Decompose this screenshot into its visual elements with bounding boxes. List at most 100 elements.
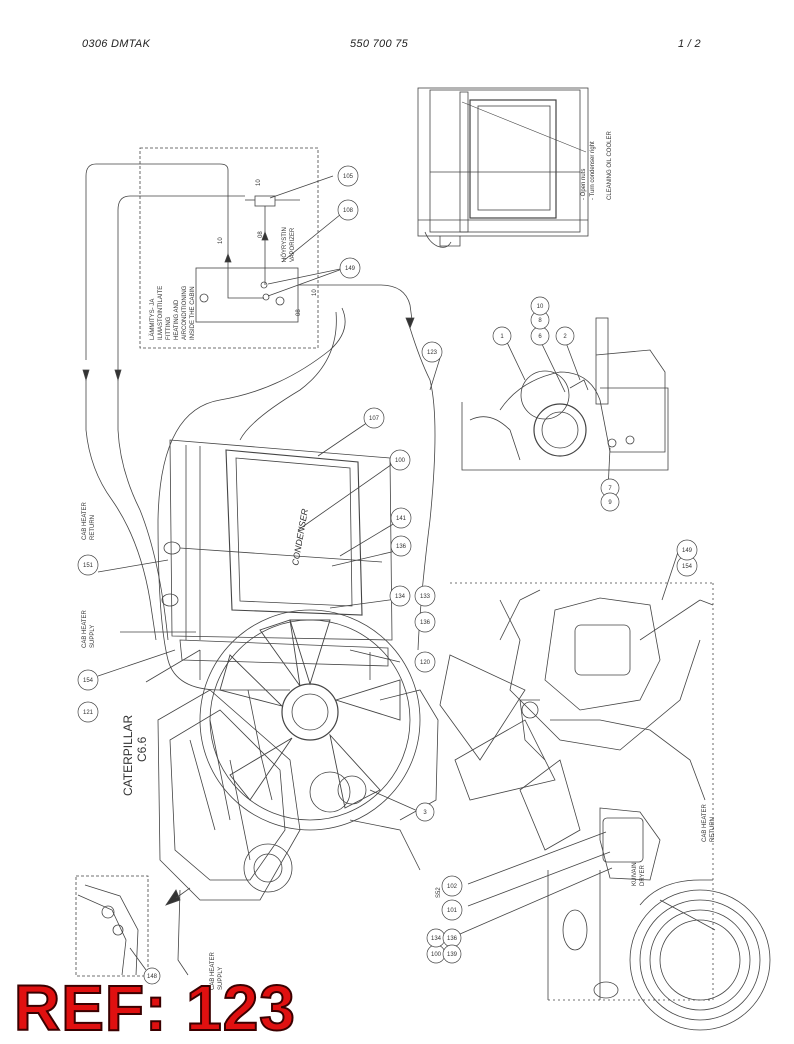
svg-text:134: 134: [431, 936, 442, 942]
header-doc-code: 0306 DMTAK: [82, 38, 151, 50]
label-pipe-10-b: 10: [218, 237, 224, 244]
svg-text:149: 149: [345, 266, 356, 272]
svg-text:154: 154: [83, 678, 94, 684]
callout-100-b: 100: [426, 944, 446, 964]
label-cab-supply-1: CAB HEATER: [82, 609, 88, 648]
hose-suction-line: [85, 163, 229, 360]
label-kuivain: KUIVAIN: [632, 862, 638, 886]
svg-text:149: 149: [682, 548, 693, 554]
svg-text:107: 107: [369, 416, 380, 422]
callout-6: 6: [530, 326, 550, 346]
svg-text:141: 141: [396, 516, 407, 522]
label-heating-3: FITTING: [166, 316, 172, 340]
label-pipe-08-b: 08: [296, 309, 302, 316]
svg-text:2: 2: [563, 334, 567, 340]
callout-108: 108: [337, 199, 359, 221]
callout-134-b: 134: [426, 928, 446, 948]
svg-text:105: 105: [343, 174, 354, 180]
callout-101: 101: [441, 899, 463, 921]
label-remark: S52: [436, 887, 442, 898]
callout-136-b: 136: [414, 611, 436, 633]
label-heating-6: INSIDE THE CABIN: [190, 286, 196, 340]
label-cab-return-1: CAB HEATER: [82, 501, 88, 540]
label-heating-4: HEATING AND: [174, 299, 180, 340]
label-heating-2: ILMASTOINTILAITE: [158, 286, 164, 340]
svg-text:10: 10: [537, 304, 544, 310]
callout-1: 1: [492, 326, 512, 346]
label-vaporizer: VAPORIZER: [290, 227, 296, 262]
label-condenser: CONDENSER: [290, 507, 310, 566]
note-turn-condenser: - Turn condenser right: [590, 141, 596, 200]
hvac-unit-boundary: [139, 147, 319, 349]
svg-text:121: 121: [83, 710, 94, 716]
label-caterpillar: CATERPILLAR: [121, 715, 135, 796]
svg-text:136: 136: [396, 544, 407, 550]
svg-text:8: 8: [538, 318, 542, 324]
label-cab-supply-2: SUPPLY: [90, 625, 96, 648]
svg-text:7: 7: [608, 486, 612, 492]
callout-149-b: 149: [676, 539, 698, 561]
callout-134: 134: [389, 585, 411, 607]
reference-stamp: REF: 123: [13, 972, 296, 1044]
note-cleaning-oil-cooler: CLEANING OIL COOLER: [607, 131, 613, 200]
callout-105: 105: [337, 165, 359, 187]
svg-text:1: 1: [500, 334, 504, 340]
callout-2: 2: [555, 326, 575, 346]
callout-154-b: 154: [676, 555, 698, 577]
callout-100: 100: [389, 449, 411, 471]
label-dryer: DRYER: [640, 864, 646, 886]
callout-136-c: 136: [442, 928, 462, 948]
svg-text:3: 3: [423, 810, 427, 816]
label-c66: C6.6: [135, 736, 149, 762]
svg-text:100: 100: [395, 458, 406, 464]
label-cab-supply-b-1: CAB HEATER: [210, 951, 216, 990]
label-heating-1: LÄMMITYS- JA: [149, 299, 156, 340]
svg-text:151: 151: [83, 563, 94, 569]
header-part-number: 550 700 75: [350, 38, 409, 50]
svg-text:100: 100: [431, 952, 442, 958]
hose-liquid-line: [117, 195, 245, 370]
label-hoyrystin: HÖYRYSTIN: [281, 227, 288, 262]
label-cab-return-2: RETURN: [90, 515, 96, 540]
header-page-number: 1 / 2: [678, 38, 701, 50]
label-heating-5: AIRCONDITIONING: [182, 285, 188, 340]
svg-text:139: 139: [447, 952, 458, 958]
callout-133: 133: [414, 585, 436, 607]
callout-136: 136: [390, 535, 412, 557]
svg-text:133: 133: [420, 594, 431, 600]
callout-148: 148: [143, 967, 161, 985]
callout-151: 151: [77, 554, 99, 576]
svg-text:136: 136: [447, 936, 458, 942]
svg-text:120: 120: [420, 660, 431, 666]
compressor-detail-inset: [439, 582, 771, 1031]
svg-text:123: 123: [427, 350, 438, 356]
label-pipe-10-a: 10: [256, 179, 262, 186]
callout-141: 141: [390, 507, 412, 529]
callout-139: 139: [442, 944, 462, 964]
callout-121: 121: [77, 701, 99, 723]
vaporizer-body: [195, 267, 299, 323]
note-open-nuts: - Open nuts: [581, 169, 587, 200]
condenser-assembly: [161, 439, 393, 680]
label-cab-return-b-2: RETURN: [710, 817, 716, 842]
callout-3: 3: [415, 802, 435, 822]
label-pipe-08-a: 08: [258, 231, 264, 238]
heater-valve-inset: [75, 875, 149, 977]
condenser-inset-top: [417, 87, 589, 248]
svg-text:154: 154: [682, 564, 693, 570]
callout-107: 107: [363, 407, 385, 429]
compressor-mount-inset: [461, 317, 669, 471]
engine-assembly: [157, 609, 439, 976]
callout-10: 10: [530, 296, 550, 316]
callout-149: 149: [339, 257, 361, 279]
svg-text:101: 101: [447, 908, 458, 914]
callout-9: 9: [600, 492, 620, 512]
svg-text:108: 108: [343, 208, 354, 214]
svg-text:136: 136: [420, 620, 431, 626]
label-cab-supply-b-2: SUPPLY: [218, 967, 224, 990]
svg-text:102: 102: [447, 884, 458, 890]
callout-154: 154: [77, 669, 99, 691]
label-pipe-10-c: 10: [312, 289, 318, 296]
svg-text:9: 9: [608, 500, 612, 506]
